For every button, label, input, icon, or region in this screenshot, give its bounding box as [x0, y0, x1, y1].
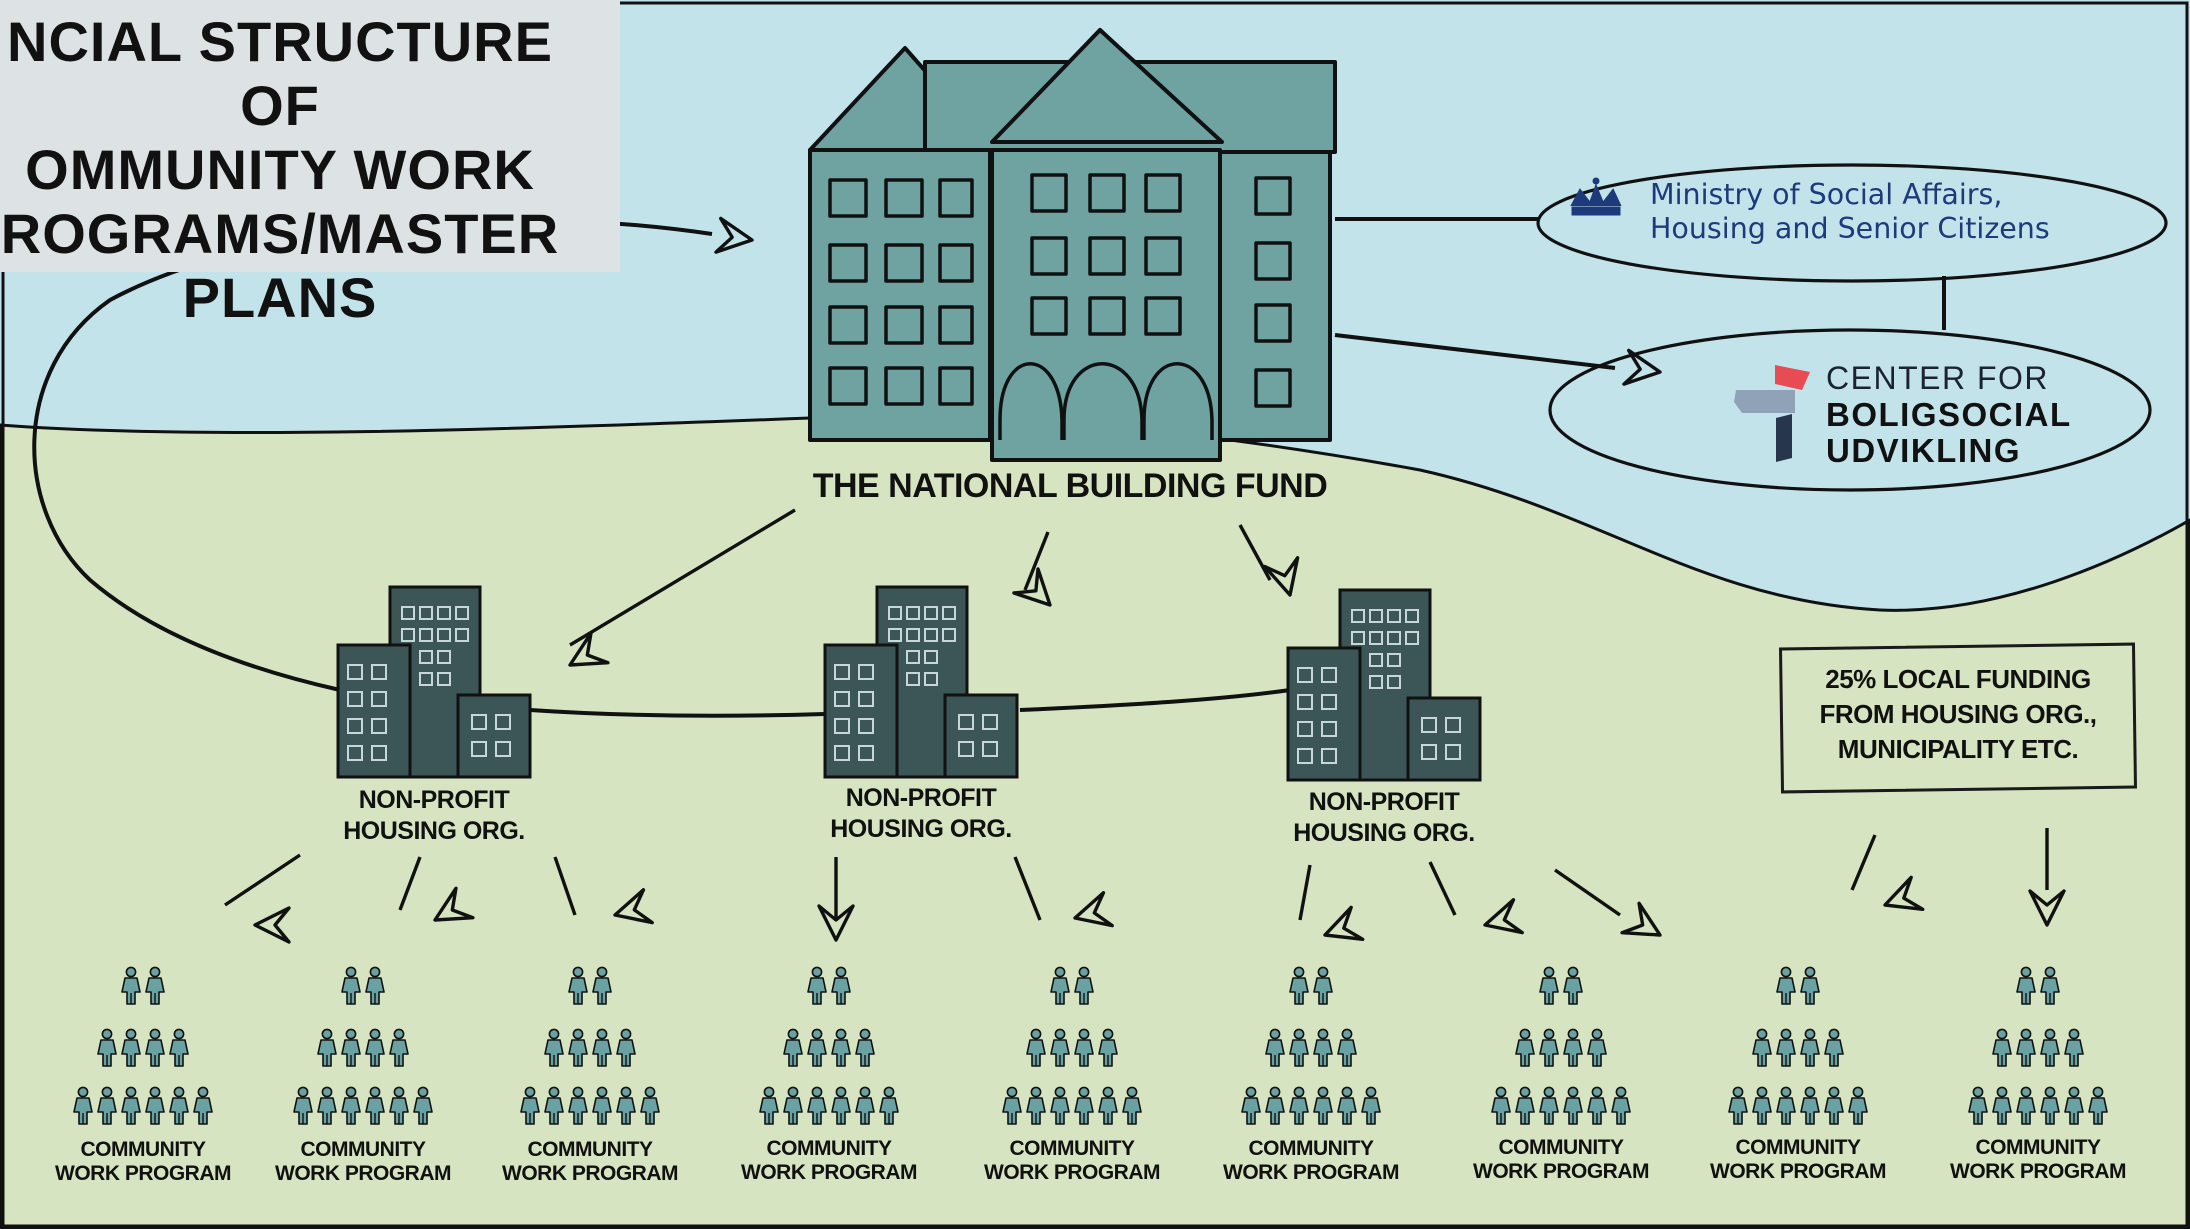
program-line: WORK PROGRAM [1950, 1160, 2127, 1183]
local-funding-label: 25% LOCAL FUNDING FROM HOUSING ORG., MUN… [1780, 662, 2136, 767]
local-funding-line: MUNICIPALITY ETC. [1837, 734, 2079, 764]
local-funding-line: 25% LOCAL FUNDING [1825, 664, 2091, 694]
housing-org-line: NON-PROFIT [845, 784, 997, 812]
program-line: WORK PROGRAM [1223, 1161, 1400, 1184]
program-line: WORK PROGRAM [502, 1162, 679, 1185]
program-line: COMMUNITY [80, 1138, 207, 1161]
housing-org-label: NON-PROFIT HOUSING ORG. [1224, 787, 1544, 849]
program-line: COMMUNITY [1975, 1136, 2102, 1159]
community-program-label: COMMUNITY WORK PROGRAM [952, 1137, 1192, 1185]
community-program-label: COMMUNITY WORK PROGRAM [1441, 1136, 1681, 1184]
community-program-label: COMMUNITY WORK PROGRAM [23, 1138, 263, 1186]
title-box: NCIAL STRUCTURE OF OMMUNITY WORK ROGRAMS… [0, 0, 620, 329]
center-label-line: CENTER FOR [1826, 360, 2049, 396]
center-label-line: BOLIGSOCIAL [1826, 396, 2072, 433]
program-line: COMMUNITY [1735, 1136, 1862, 1159]
arrow-icons [224, 216, 2066, 953]
housing-org-label: NON-PROFIT HOUSING ORG. [761, 783, 1081, 845]
community-program-label: COMMUNITY WORK PROGRAM [1191, 1137, 1431, 1185]
program-line: WORK PROGRAM [984, 1161, 1161, 1184]
program-line: WORK PROGRAM [741, 1161, 918, 1184]
title-line: PLANS [182, 266, 378, 329]
ministry-oval [1536, 163, 2168, 283]
housing-org-line: HOUSING ORG. [830, 815, 1012, 843]
center-label-line: UDVIKLING [1826, 432, 2021, 469]
community-program-label: COMMUNITY WORK PROGRAM [470, 1138, 710, 1186]
housing-org-building-icon [336, 585, 532, 779]
housing-org-line: NON-PROFIT [358, 786, 510, 814]
program-line: WORK PROGRAM [1473, 1160, 1650, 1183]
ground-background [0, 414, 2190, 1229]
community-program-label: COMMUNITY WORK PROGRAM [1918, 1136, 2158, 1184]
program-line: COMMUNITY [1248, 1137, 1375, 1160]
program-line: WORK PROGRAM [1710, 1160, 1887, 1183]
program-line: WORK PROGRAM [275, 1162, 452, 1185]
center-oval [1548, 328, 2152, 492]
program-line: WORK PROGRAM [55, 1162, 232, 1185]
housing-org-line: HOUSING ORG. [1293, 819, 1475, 847]
community-program-label: COMMUNITY WORK PROGRAM [1678, 1136, 1918, 1184]
housing-org-line: NON-PROFIT [1308, 788, 1460, 816]
crown-icon [1570, 177, 1622, 216]
program-line: COMMUNITY [527, 1138, 654, 1161]
program-line: COMMUNITY [1009, 1137, 1136, 1160]
ministry-line: Ministry of Social Affairs, [1650, 178, 2003, 211]
page-title: NCIAL STRUCTURE OF OMMUNITY WORK ROGRAMS… [0, 10, 600, 330]
local-funding-line: FROM HOUSING ORG., [1819, 699, 2098, 729]
national-building-fund-icon [808, 28, 1337, 462]
program-line: COMMUNITY [766, 1137, 893, 1160]
ministry-label: Ministry of Social Affairs, Housing and … [1650, 178, 2110, 246]
housing-org-line: HOUSING ORG. [343, 817, 525, 845]
program-line: COMMUNITY [1498, 1136, 1625, 1159]
signpost-logo-icon [1734, 365, 1810, 462]
title-line: ROGRAMS/MASTER [0, 202, 560, 265]
title-line: NCIAL STRUCTURE OF [7, 10, 553, 137]
ministry-line: Housing and Senior Citizens [1650, 212, 2050, 245]
program-line: COMMUNITY [300, 1138, 427, 1161]
national-building-fund-label: THE NATIONAL BUILDING FUND [812, 467, 1328, 505]
community-program-label: COMMUNITY WORK PROGRAM [709, 1137, 949, 1185]
community-program-label: COMMUNITY WORK PROGRAM [243, 1138, 483, 1186]
title-line: OMMUNITY WORK [25, 138, 535, 201]
housing-org-label: NON-PROFIT HOUSING ORG. [274, 785, 594, 847]
